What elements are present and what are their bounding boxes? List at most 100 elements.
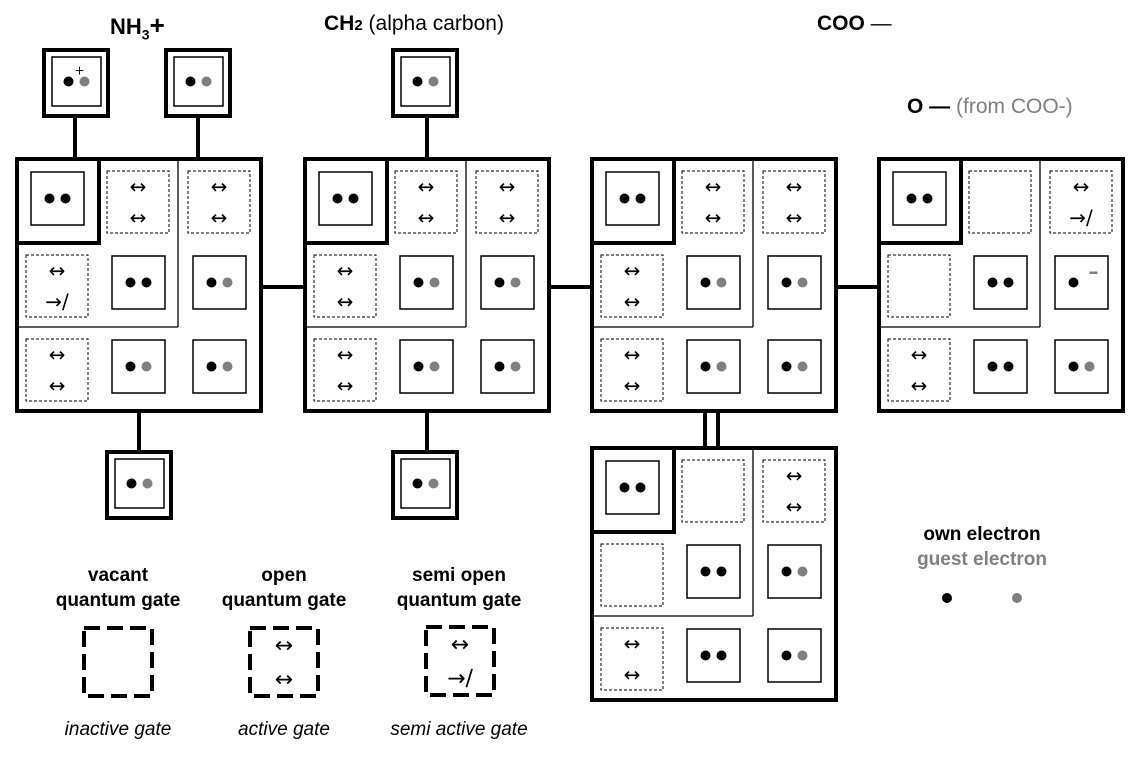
open-gate-box [394,170,458,234]
bidirectional-arrow-icon: ↔ [337,289,354,313]
bidirectional-arrow-icon: ↔ [451,632,469,657]
ch2-sat-top [391,48,459,118]
own-electron-icon [987,361,998,372]
semi-arrow-icon: →/ [447,666,473,691]
own-electron-icon [125,361,136,372]
open-gate-box [313,254,377,318]
open-gate-box [600,338,664,402]
bidirectional-arrow-icon: ↔ [275,633,293,658]
minus-charge-icon [1089,271,1098,274]
own-electron-icon [781,361,792,372]
legend-semi-title-1: semi open [412,565,506,586]
own-electron-icon [619,193,630,204]
bidirectional-arrow-icon: ↔ [911,373,928,397]
open-gate-box [762,459,826,523]
semi-gate-box [424,625,496,697]
electron-box [399,339,454,394]
bidirectional-arrow-icon: ↔ [418,174,435,198]
label-o-minus-suffix: (from COO-) [950,95,1073,118]
core-frame [590,446,676,534]
legend-vacant-title-1: vacant [87,565,149,586]
bidirectional-arrow-icon: ↔ [624,373,641,397]
own-electron-icon [63,76,74,87]
bidirectional-arrow-icon: ↔ [624,289,641,313]
bidirectional-arrow-icon: ↔ [337,342,354,366]
electron-box [973,255,1028,310]
legend-vacant-caption: inactive gate [64,719,172,740]
bidirectional-arrow-icon: ↔ [499,174,516,198]
own-electron-icon [700,650,711,661]
own-electron-icon [125,277,136,288]
coo-lower-cluster: ↔↔↔↔ [590,446,838,702]
open-gate-box [887,338,951,402]
nh3-sat-bottom [105,450,173,520]
guest-electron-icon [222,277,233,288]
electron-box [192,255,247,310]
legend-open-title: open quantum gate [222,563,347,613]
electron-box [318,171,373,226]
open-gate-box [600,254,664,318]
bidirectional-arrow-icon: ↔ [624,258,641,282]
own-electron-icon [141,277,152,288]
open-gate-box [187,170,251,234]
vacant-gate-box [82,626,154,698]
open-gate-box [475,170,539,234]
own-electron-icon [781,277,792,288]
electron-box [686,544,741,599]
own-electron-icon [716,566,727,577]
electron-box [605,460,660,515]
own-electron-icon [1068,361,1079,372]
electron-box [480,339,535,394]
label-nh3-sub: 3 [141,26,150,43]
own-electron-icon [413,361,424,372]
electron-box [30,171,85,226]
own-electron-icon [781,566,792,577]
semi-gate-box [25,254,89,318]
own-electron-icon [126,478,137,489]
coo-cluster: ↔↔↔↔↔↔↔↔ [590,157,838,413]
own-electron-icon [332,193,343,204]
bidirectional-arrow-icon: ↔ [786,205,803,229]
bidirectional-arrow-icon: ↔ [337,373,354,397]
own-electron-icon [44,193,55,204]
legend-open-caption: active gate [238,719,330,740]
guest-electron-icon [797,277,808,288]
bidirectional-arrow-icon: ↔ [275,667,293,692]
own-electron-icon [412,478,423,489]
own-electron-icon [1068,277,1079,288]
electron-box [686,255,741,310]
bidirectional-arrow-icon: ↔ [211,174,228,198]
guest-electron-icon [141,361,152,372]
vacant-gate-box [887,254,951,318]
electron-box [767,544,822,599]
guest-electron-icon [79,76,90,87]
guest-electron-icon [510,277,521,288]
bidirectional-arrow-icon: ↔ [911,342,928,366]
bidirectional-arrow-icon: ↔ [49,258,66,282]
own-electron-icon [348,193,359,204]
ch2-sat-bottom [391,450,459,520]
semi-arrow-icon: →/ [1069,205,1093,229]
legend-semi-title-2: quantum gate [396,590,522,611]
label-ch2-sub: 2 [354,17,363,34]
label-ch2-suffix: (alpha carbon) [362,12,504,35]
electron-box [399,255,454,310]
bidirectional-arrow-icon: ↔ [337,258,354,282]
bidirectional-arrow-icon: ↔ [130,205,147,229]
own-electron-icon [716,650,727,661]
guest-electron-icon [428,478,439,489]
vacant-gate-box [600,543,664,607]
electron-box [1054,339,1109,394]
bidirectional-arrow-icon: ↔ [418,205,435,229]
legend-open-title-2: quantum gate [221,590,347,611]
semi-arrow-icon: →/ [45,289,69,313]
ch2-cluster: ↔↔↔↔↔↔↔↔ [303,157,551,413]
guest-electron-icon [797,566,808,577]
own-electron-icon [922,193,933,204]
own-electron-icon [619,482,630,493]
bidirectional-arrow-icon: ↔ [705,174,722,198]
electron-box [686,339,741,394]
legend-vacant-title-2: quantum gate [55,590,181,611]
